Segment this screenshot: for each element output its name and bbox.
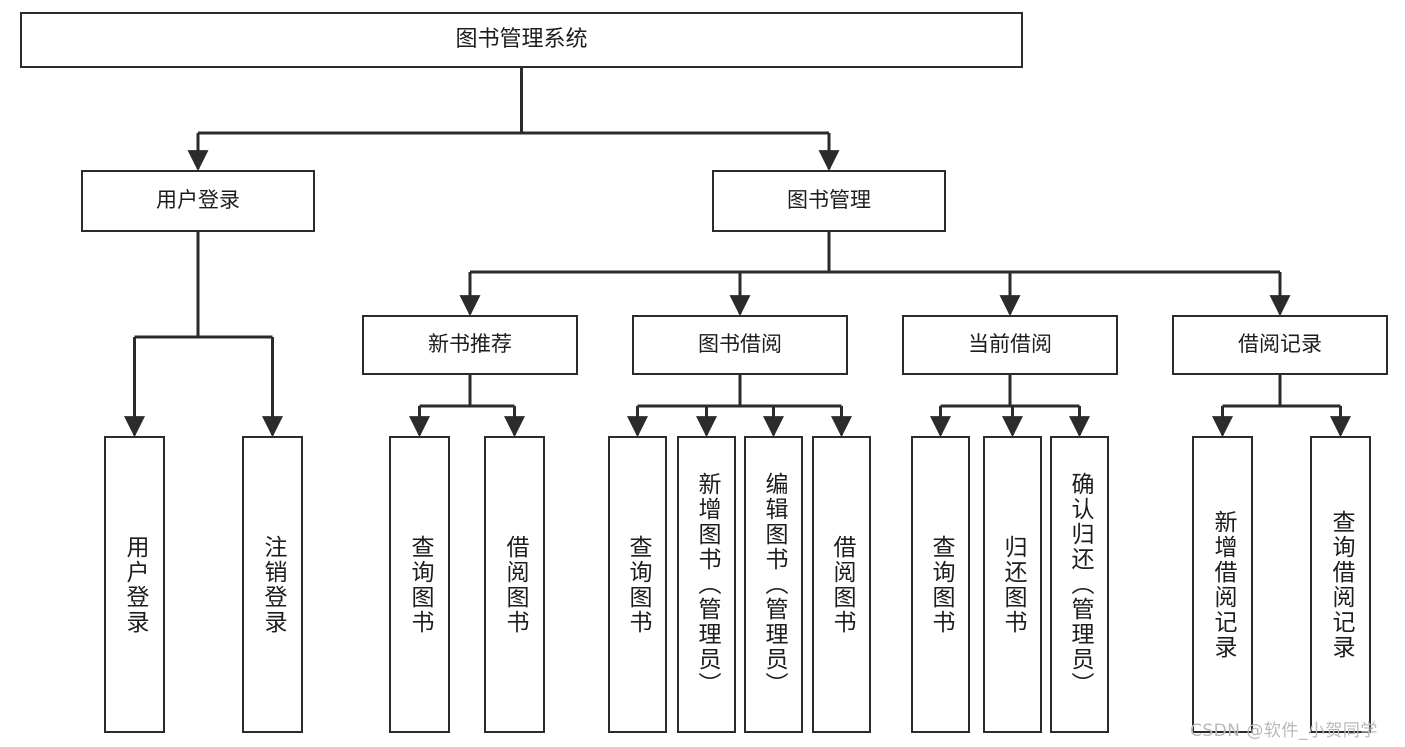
leaf-add-book[interactable]: 新增图书（管理员） xyxy=(677,436,736,733)
node-root[interactable]: 图书管理系统 xyxy=(20,12,1023,68)
node-label: 查询图书 xyxy=(407,534,433,635)
node-label: 查询借阅记录 xyxy=(1328,509,1354,660)
node-label: 用户登录 xyxy=(122,534,148,635)
node-book-borrow[interactable]: 图书借阅 xyxy=(632,315,848,375)
node-borrow-record[interactable]: 借阅记录 xyxy=(1172,315,1388,375)
node-user-login[interactable]: 用户登录 xyxy=(81,170,315,232)
node-label: 新书推荐 xyxy=(428,332,512,357)
watermark: CSDN @软件_小贺同学 xyxy=(1190,721,1378,741)
leaf-add-record[interactable]: 新增借阅记录 xyxy=(1192,436,1253,733)
leaf-query-book-1[interactable]: 查询图书 xyxy=(389,436,450,733)
leaf-query-record[interactable]: 查询借阅记录 xyxy=(1310,436,1371,733)
node-label: 确认归还（管理员） xyxy=(1067,472,1093,697)
leaf-edit-book[interactable]: 编辑图书（管理员） xyxy=(744,436,803,733)
node-label: 借阅记录 xyxy=(1238,332,1322,357)
node-label: 查询图书 xyxy=(625,534,651,635)
node-label: 当前借阅 xyxy=(968,332,1052,357)
leaf-borrow-book-1[interactable]: 借阅图书 xyxy=(484,436,545,733)
node-current-borrow[interactable]: 当前借阅 xyxy=(902,315,1118,375)
leaf-confirm-return[interactable]: 确认归还（管理员） xyxy=(1050,436,1109,733)
leaf-logout[interactable]: 注销登录 xyxy=(242,436,303,733)
node-book-manage[interactable]: 图书管理 xyxy=(712,170,946,232)
leaf-query-book-3[interactable]: 查询图书 xyxy=(911,436,970,733)
leaf-query-book-2[interactable]: 查询图书 xyxy=(608,436,667,733)
node-label: 注销登录 xyxy=(260,534,286,635)
node-label: 查询图书 xyxy=(928,534,954,635)
node-label: 归还图书 xyxy=(1000,534,1026,635)
node-label: 图书管理系统 xyxy=(455,26,588,52)
leaf-return-book[interactable]: 归还图书 xyxy=(983,436,1042,733)
node-label: 编辑图书（管理员） xyxy=(761,472,787,697)
node-label: 新增图书（管理员） xyxy=(694,472,720,697)
leaf-borrow-book-2[interactable]: 借阅图书 xyxy=(812,436,871,733)
node-new-book-recommend[interactable]: 新书推荐 xyxy=(362,315,578,375)
node-label: 新增借阅记录 xyxy=(1210,509,1236,660)
node-label: 用户登录 xyxy=(156,188,240,213)
leaf-user-login[interactable]: 用户登录 xyxy=(104,436,165,733)
node-label: 图书管理 xyxy=(787,188,871,213)
node-label: 图书借阅 xyxy=(698,332,782,357)
node-label: 借阅图书 xyxy=(829,534,855,635)
node-label: 借阅图书 xyxy=(502,534,528,635)
